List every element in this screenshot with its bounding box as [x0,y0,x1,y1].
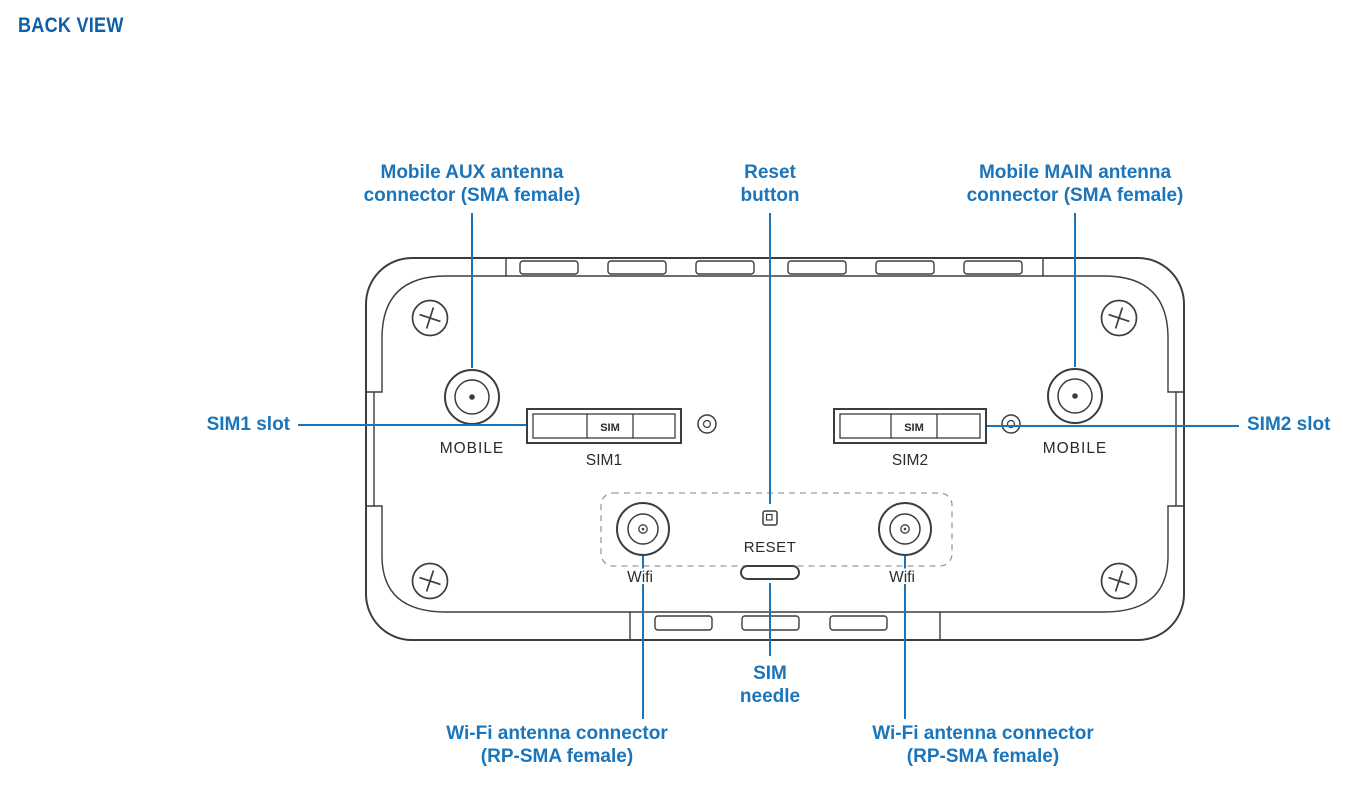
mobile-main-connector [1047,368,1103,424]
sim-needle [740,565,800,580]
sim1-port-label: SIM1 [586,452,622,469]
callout-reset-line2: button [740,185,800,206]
sim1-slot [526,408,682,444]
mobile-aux-port-label: MOBILE [440,440,505,457]
screw-icon [411,299,449,337]
sim2-port-label: SIM2 [892,452,928,469]
callout-wifi-right: Wi-Fi antenna connector (RP-SMA female) [872,722,1094,768]
bumper-top-right [1043,275,1176,393]
callout-mobile-aux-line2: connector (SMA female) [363,185,581,206]
callout-mobile-main-line1: Mobile MAIN antenna [978,162,1172,183]
screw-icon [1100,299,1138,337]
bumper-bottom-left [374,505,630,613]
wifi-connector-right [878,502,932,556]
callout-mobile-main: Mobile MAIN antenna connector (SMA femal… [967,161,1184,207]
sim1-eject-hole [697,414,717,434]
callout-mobile-aux-line1: Mobile AUX antenna [380,162,564,183]
wifi-right-port-label: Wifi [889,569,915,586]
wifi-connector-left [616,502,670,556]
bumper-bottom-right [940,505,1176,613]
callout-sim1-slot: SIM1 slot [206,414,290,435]
callout-wifi-left-line1: Wi-Fi antenna connector [446,723,668,744]
callout-sim-needle-line1: SIM [753,663,787,684]
callout-reset: Reset button [740,161,799,207]
callout-mobile-main-line2: connector (SMA female) [966,185,1184,206]
sim2-eject-hole [1001,414,1021,434]
callout-sim-needle: SIM needle [740,662,800,708]
vent-slots-top [519,260,1023,275]
callout-sim-needle-line2: needle [739,686,801,707]
mobile-main-port-label: MOBILE [1043,440,1108,457]
mobile-aux-connector [444,369,500,425]
reset-port-label: RESET [744,539,797,556]
sim2-slot [833,408,987,444]
bumper-top-left [374,275,506,393]
sim1-chip-label: SIM [600,422,620,434]
callout-reset-line1: Reset [744,162,796,183]
callout-wifi-left: Wi-Fi antenna connector (RP-SMA female) [446,722,668,768]
corner-screws [411,299,1138,600]
wifi-left-port-label: Wifi [627,569,653,586]
callout-mobile-aux: Mobile AUX antenna connector (SMA female… [364,161,581,207]
page-title: BACK VIEW [18,14,124,37]
callout-wifi-right-line1: Wi-Fi antenna connector [872,723,1094,744]
device-case [365,257,1185,641]
callout-lines [298,213,1239,719]
sim2-chip-label: SIM [904,422,924,434]
screw-icon [1100,562,1138,600]
callout-wifi-right-line2: (RP-SMA female) [906,746,1060,767]
reset-button [762,510,778,526]
screw-icon [411,562,449,600]
callout-sim2-slot: SIM2 slot [1247,414,1331,435]
callout-wifi-left-line2: (RP-SMA female) [480,746,634,767]
